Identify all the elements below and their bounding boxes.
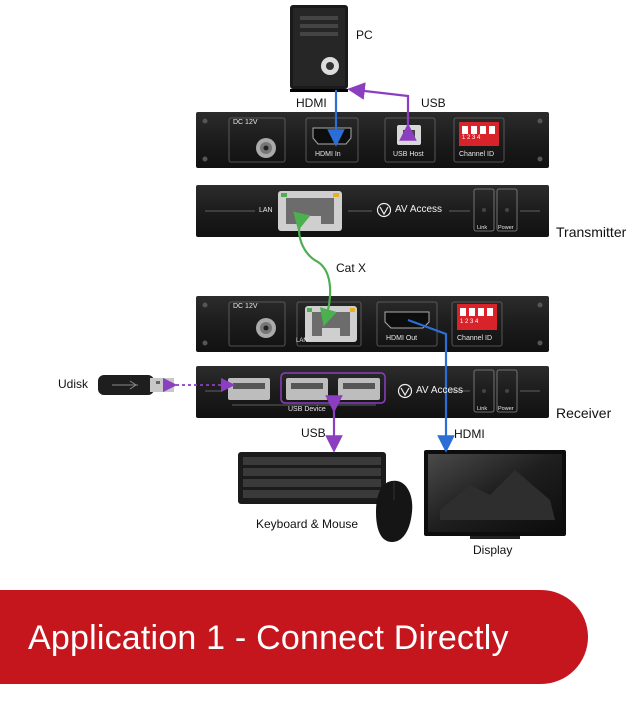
rx-link-label: Link: [477, 406, 488, 412]
rx-hdmi-out-label: HDMI Out: [386, 335, 418, 342]
tx-channel-id-label: Channel ID: [459, 151, 495, 158]
receiver-back-panel: [196, 366, 549, 418]
pc-icon: [290, 5, 348, 92]
tx-lan-label: LAN: [259, 207, 273, 214]
hdmi-cable-bottom: [407, 318, 455, 453]
mouse-icon: [376, 480, 413, 542]
tx-dip-numbers: 1 2 3 4: [462, 135, 481, 141]
display-icon: [424, 450, 566, 539]
rx-power-label: Power: [498, 406, 514, 412]
udisk-label: Udisk: [58, 377, 89, 391]
title-banner: [0, 590, 588, 684]
cat-x-cable: [293, 211, 337, 327]
tx-power-label: Power: [498, 225, 514, 231]
tx-brand-label: AV Access: [395, 204, 443, 215]
hdmi-top-label: HDMI: [296, 96, 327, 110]
banner-title: Application 1 - Connect Directly: [28, 619, 509, 657]
rx-lan-label: LAN: [296, 338, 308, 344]
tx-dc-label: DC 12V: [233, 119, 258, 126]
rx-dc-label: DC 12V: [233, 303, 258, 310]
transmitter-label: Transmitter: [556, 224, 627, 240]
hdmi-bottom-label: HDMI: [454, 427, 485, 441]
rx-dip-numbers: 1 2 3 4: [460, 319, 479, 325]
usb-cable-top: [347, 82, 417, 141]
tx-link-label: Link: [477, 225, 488, 231]
tx-usb-host-label: USB Host: [393, 151, 424, 158]
rx-usb-device-label: USB Device: [288, 406, 326, 413]
rx-brand-label: AV Access: [416, 385, 464, 396]
pc-label: PC: [356, 28, 373, 42]
usb-top-label: USB: [421, 96, 446, 110]
rx-channel-id-label: Channel ID: [457, 335, 493, 342]
receiver-label: Receiver: [556, 405, 612, 421]
keyboard-icon: [238, 452, 386, 504]
keyboard-mouse-label: Keyboard & Mouse: [256, 517, 359, 531]
display-label: Display: [473, 543, 513, 557]
cat-x-label: Cat X: [336, 261, 367, 275]
usb-bottom-label: USB: [301, 426, 326, 440]
transmitter-back-panel: [196, 185, 549, 237]
tx-hdmi-in-label: HDMI In: [315, 151, 341, 158]
udisk-icon: [98, 375, 174, 395]
